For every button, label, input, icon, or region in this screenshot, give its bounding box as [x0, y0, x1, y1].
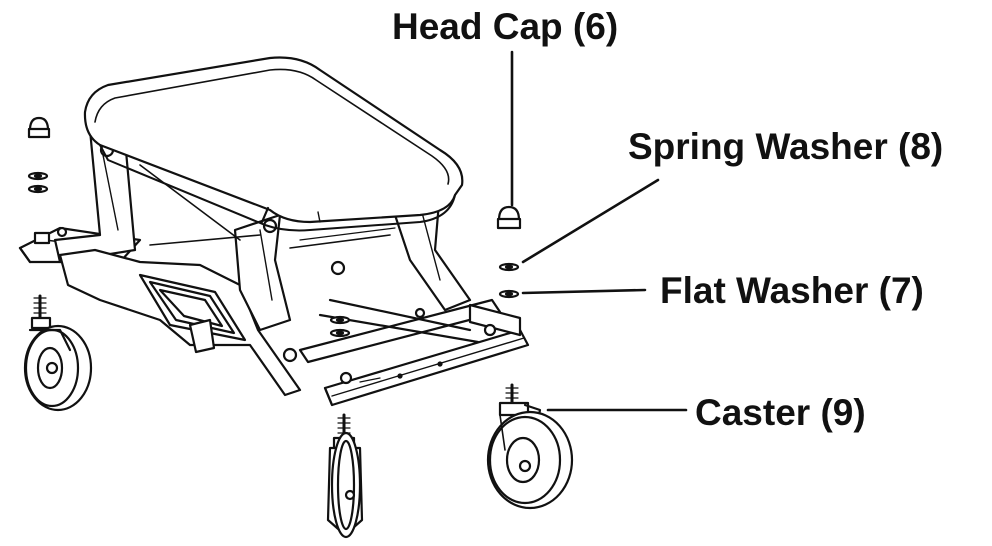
caster-front	[326, 413, 364, 539]
body-shell	[58, 164, 472, 397]
flat-washer-leader	[521, 288, 647, 295]
spring-washer-leader	[521, 178, 660, 264]
caster-left	[23, 294, 93, 412]
caster-right	[486, 383, 574, 510]
left-fasteners	[27, 116, 51, 194]
spring-washer-label: Spring Washer (8)	[628, 126, 944, 167]
right-fasteners	[496, 205, 522, 299]
flat-washer-label: Flat Washer (7)	[660, 270, 924, 311]
leader-lines	[510, 50, 688, 412]
head-cap-label: Head Cap (6)	[392, 6, 619, 47]
middle-washers	[329, 315, 351, 338]
seat-cushion	[83, 56, 464, 232]
caster-label: Caster (9)	[695, 392, 866, 433]
